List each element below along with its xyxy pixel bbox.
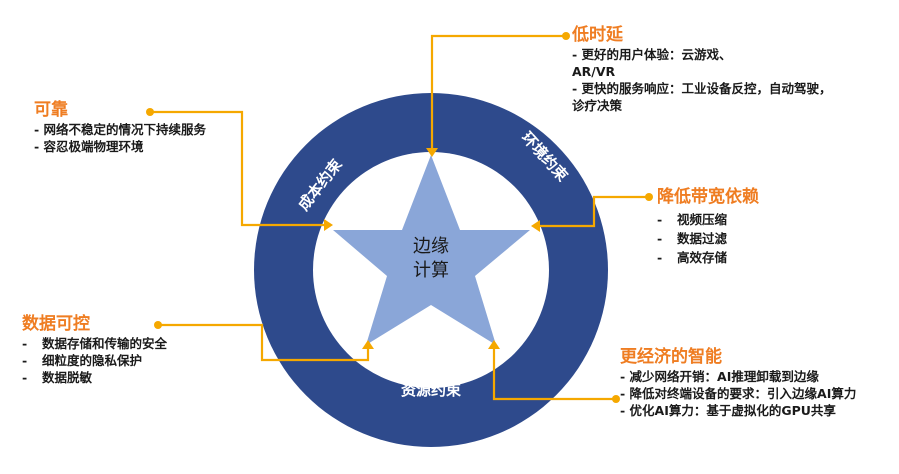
block-intelligence-title: 更经济的智能: [620, 347, 722, 367]
edge-star: [333, 155, 530, 345]
connector-intelligence: [492, 347, 616, 401]
list-item-text: 数据存储和传输的安全: [42, 336, 168, 351]
list-item: - 网络不稳定的情况下持续服务: [34, 122, 207, 137]
block-data-control: 数据可控 -数据存储和传输的安全 -细粒度的隐私保护 -数据脱敏: [22, 313, 262, 386]
list-item-text: 数据过滤: [677, 231, 728, 246]
arrow-bandwidth: [531, 220, 540, 232]
center-line-2: 计算: [413, 260, 449, 281]
connector-reliable: [150, 110, 327, 227]
dot-bandwidth: [645, 193, 653, 201]
block-reliable: 可靠 - 网络不稳定的情况下持续服务 - 容忍极端物理环境: [34, 99, 234, 155]
list-item: -视频压缩: [657, 212, 728, 227]
block-low-latency-list: - 更好的用户体验：云游戏、AR/VR - 更快的服务响应：工业设备反控，自动驾…: [572, 46, 842, 114]
block-bandwidth-title: 降低带宽依赖: [657, 187, 759, 207]
list-item-text: 高效存储: [677, 250, 728, 265]
list-item: -细粒度的隐私保护: [22, 353, 143, 368]
list-item: - 减少网络开销：AI推理卸载到边缘: [620, 369, 819, 384]
list-item: - 更好的用户体验：云游戏、AR/VR: [572, 47, 732, 79]
block-low-latency: 低时延 - 更好的用户体验：云游戏、AR/VR - 更快的服务响应：工业设备反控…: [572, 24, 842, 114]
arrow-reliable: [324, 219, 333, 231]
dot-intelligence: [612, 395, 620, 403]
arrow-intelligence: [488, 340, 500, 349]
connector-bandwidth: [537, 195, 649, 228]
block-low-latency-title: 低时延: [572, 25, 623, 45]
list-item: -数据存储和传输的安全: [22, 336, 168, 351]
ring-label-resource: 资源约束: [401, 381, 462, 399]
block-reliable-title: 可靠: [34, 100, 68, 120]
list-item: - 更快的服务响应：工业设备反控，自动驾驶，诊疗决策: [572, 81, 832, 113]
block-intelligence-list: - 减少网络开销：AI推理卸载到边缘 - 降低对终端设备的要求：引入边缘AI算力…: [620, 368, 890, 419]
dot-reliable: [146, 108, 154, 116]
block-bandwidth-list: -视频压缩 -数据过滤 -高效存储: [657, 210, 857, 267]
list-item-text: 数据脱敏: [42, 370, 93, 385]
center-line-1: 边缘: [413, 236, 449, 257]
list-item-text: 视频压缩: [677, 212, 728, 227]
arrow-low-latency: [426, 148, 438, 157]
arrow-data-control: [362, 340, 374, 349]
block-reliable-list: - 网络不稳定的情况下持续服务 - 容忍极端物理环境: [34, 121, 234, 155]
connector-low-latency: [430, 34, 566, 150]
block-intelligence: 更经济的智能 - 减少网络开销：AI推理卸载到边缘 - 降低对终端设备的要求：引…: [620, 346, 890, 419]
block-data-control-list: -数据存储和传输的安全 -细粒度的隐私保护 -数据脱敏: [22, 335, 262, 386]
block-data-control-title: 数据可控: [22, 314, 90, 334]
list-item: - 容忍极端物理环境: [34, 139, 144, 154]
list-item: - 降低对终端设备的要求：引入边缘AI算力: [620, 386, 857, 401]
dot-low-latency: [562, 32, 570, 40]
list-item-text: 细粒度的隐私保护: [42, 353, 143, 368]
list-item: -数据脱敏: [22, 370, 93, 385]
list-item: -数据过滤: [657, 231, 728, 246]
list-item: -高效存储: [657, 250, 728, 265]
connector-data-control: [158, 323, 370, 362]
block-bandwidth: 降低带宽依赖 -视频压缩 -数据过滤 -高效存储: [657, 186, 857, 267]
list-item: - 优化AI算力：基于虚拟化的GPU共享: [620, 403, 836, 418]
dot-data-control: [154, 321, 162, 329]
